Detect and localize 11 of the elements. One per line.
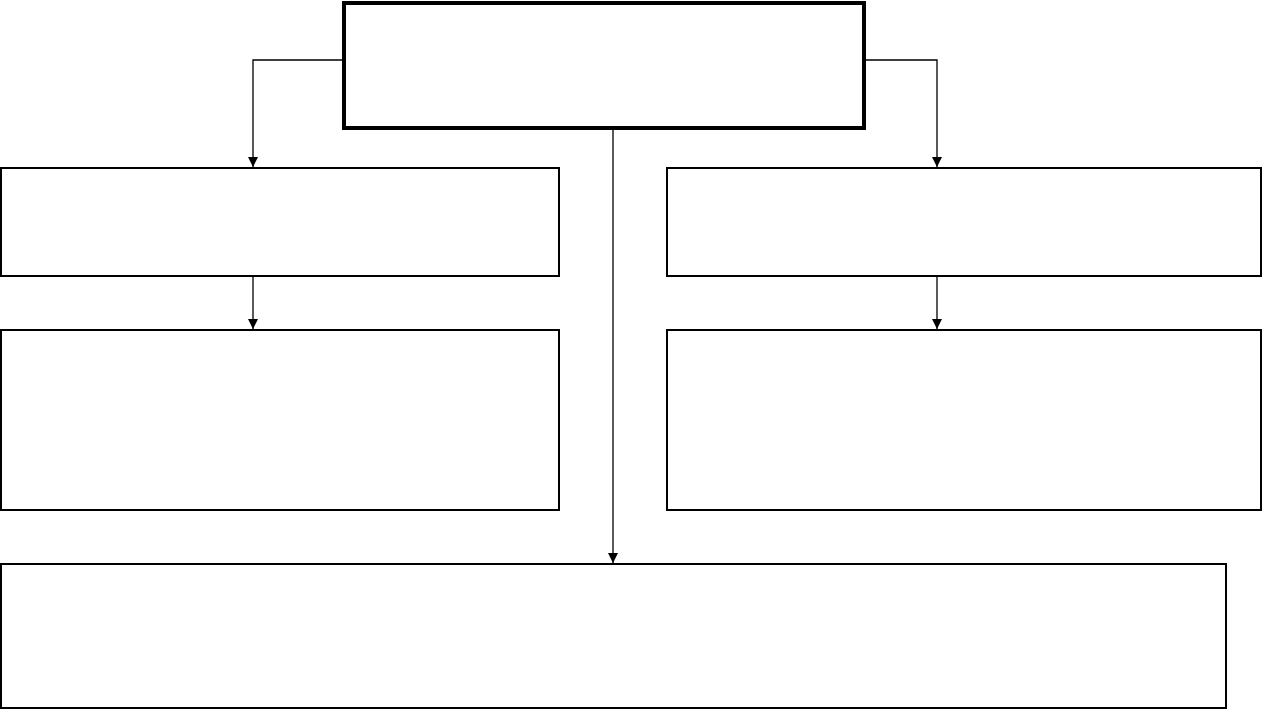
arrow xyxy=(865,59,942,168)
arrow xyxy=(248,59,343,168)
process-box xyxy=(0,563,1227,709)
process-box xyxy=(666,167,1262,277)
process-box xyxy=(0,329,560,511)
process-box xyxy=(0,167,560,277)
arrow xyxy=(932,276,942,330)
process-box xyxy=(342,1,866,130)
arrow xyxy=(608,129,618,564)
process-box xyxy=(666,329,1262,511)
arrow xyxy=(248,276,258,330)
